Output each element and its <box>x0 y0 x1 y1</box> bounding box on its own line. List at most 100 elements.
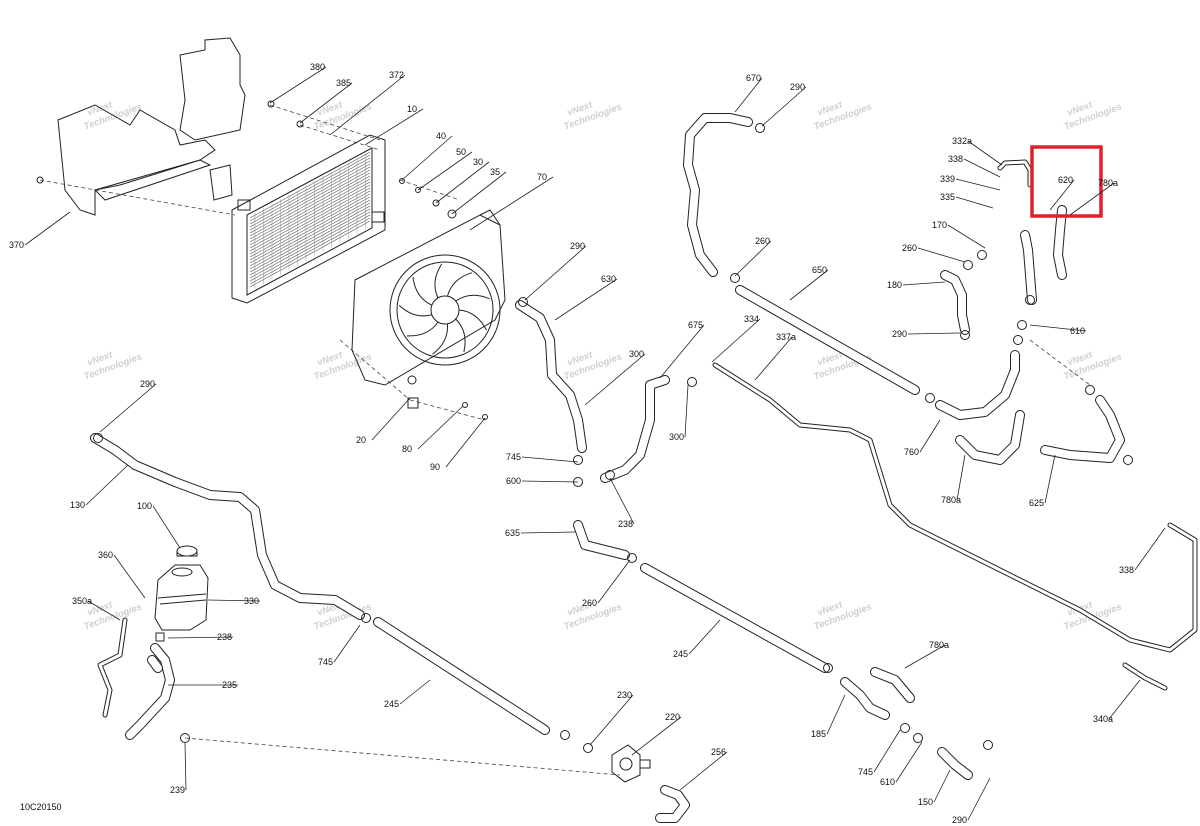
leader-line <box>299 82 353 124</box>
leader-line <box>184 742 187 791</box>
leader-line <box>684 384 689 438</box>
callout-260c: 260 <box>902 243 966 263</box>
hose-clamp <box>560 730 570 740</box>
callout-338a: 338 <box>948 154 1001 178</box>
leader-line <box>955 196 994 209</box>
highlight-box-620 <box>1030 145 1103 218</box>
callout-338b: 338 <box>1119 527 1166 575</box>
leader-line <box>1049 179 1075 211</box>
leader-line <box>609 477 635 525</box>
part-number-label: 380 <box>310 62 325 72</box>
part-number-label: 245 <box>673 649 688 659</box>
hose-clamp <box>900 723 910 733</box>
leader-line <box>597 559 631 604</box>
callout-130: 130 <box>70 464 129 510</box>
callout-180: 180 <box>887 280 946 290</box>
part-number-label: 620 <box>1058 175 1073 185</box>
deflector-bracket-370 <box>36 37 246 216</box>
hose-clamp <box>627 553 637 563</box>
leader-line <box>451 171 507 215</box>
small-hardware <box>267 100 488 420</box>
hose-clamp <box>960 330 970 340</box>
part-number-label: 150 <box>918 797 933 807</box>
leader-line <box>113 554 146 599</box>
hose-clamp <box>925 393 935 403</box>
hose-635 <box>573 520 630 560</box>
hose-625 <box>1040 395 1125 463</box>
part-number-label: 610 <box>1070 326 1085 336</box>
part-number-label: 600 <box>506 476 521 486</box>
leader-line <box>933 769 951 803</box>
callout-238a: 238 <box>609 477 635 529</box>
callout-245b: 245 <box>673 619 721 659</box>
callout-360: 360 <box>98 550 146 599</box>
callout-80: 80 <box>402 405 464 454</box>
part-number-label: 332a <box>952 136 972 146</box>
tube-350a <box>97 617 128 718</box>
leader-line <box>917 247 966 263</box>
leader-line <box>711 318 761 363</box>
part-number-label: 372 <box>389 70 404 80</box>
part-number-label: 675 <box>688 320 703 330</box>
part-number-label: 185 <box>811 729 826 739</box>
part-number-label: 300 <box>669 432 684 442</box>
hose-clamp <box>583 743 593 753</box>
hose-630 <box>515 300 587 453</box>
leader-line <box>1134 527 1166 571</box>
callout-300b: 300 <box>669 384 689 442</box>
part-number-label: 745 <box>858 767 873 777</box>
part-number-label: 100 <box>137 501 152 511</box>
part-number-label: 40 <box>436 131 446 141</box>
part-number-label: 360 <box>98 550 113 560</box>
leader-line <box>85 464 129 506</box>
callout-290b: 290 <box>524 241 587 301</box>
part-number-label: 260 <box>582 598 597 608</box>
hose-clamp <box>983 740 993 750</box>
callout-290c: 290 <box>892 329 961 339</box>
part-number-label: 745 <box>506 452 521 462</box>
leader-line <box>364 108 424 146</box>
part-number-label: 290 <box>790 82 805 92</box>
tube-340a <box>1122 662 1168 691</box>
hoses <box>90 113 1198 823</box>
leader-line <box>955 178 1001 191</box>
part-number-label: 610 <box>880 777 895 787</box>
part-number-label: 780a <box>929 640 949 650</box>
part-number-label: 35 <box>490 167 500 177</box>
leader-line <box>963 158 1001 178</box>
part-number-label: 630 <box>601 274 616 284</box>
hose-clamp <box>93 433 103 443</box>
hose-clamp <box>518 297 528 307</box>
part-number-label: 260 <box>902 243 917 253</box>
part-number-label: 780a <box>1098 178 1118 188</box>
part-number-label: 350a <box>72 596 92 606</box>
tube-332a <box>997 159 1033 188</box>
callout-330: 330 <box>207 596 261 606</box>
hose-clamp <box>573 455 583 465</box>
callout-339: 339 <box>940 174 1001 191</box>
callout-90: 90 <box>430 417 486 472</box>
part-number-label: 220 <box>665 712 680 722</box>
leader-line <box>1029 324 1087 332</box>
part-number-label: 90 <box>430 462 440 472</box>
hose-256 <box>655 785 690 823</box>
leader-line <box>520 531 576 534</box>
part-number-label: 238 <box>217 632 232 642</box>
hose-clamp <box>730 273 740 283</box>
leader-line <box>469 176 554 231</box>
callout-230: 230 <box>589 690 634 746</box>
callout-70: 70 <box>469 172 554 231</box>
leader-line <box>589 694 634 746</box>
hose-clamp <box>1017 320 1027 330</box>
leader-line <box>907 332 961 335</box>
part-number-label: 339 <box>940 174 955 184</box>
leader-line <box>734 77 763 113</box>
callout-35: 35 <box>451 167 507 215</box>
callout-170: 170 <box>932 220 986 249</box>
callout-290e: 290 <box>952 777 991 825</box>
pipe-650 <box>735 285 920 395</box>
leader-line <box>1069 182 1115 216</box>
leader-line <box>734 240 772 277</box>
